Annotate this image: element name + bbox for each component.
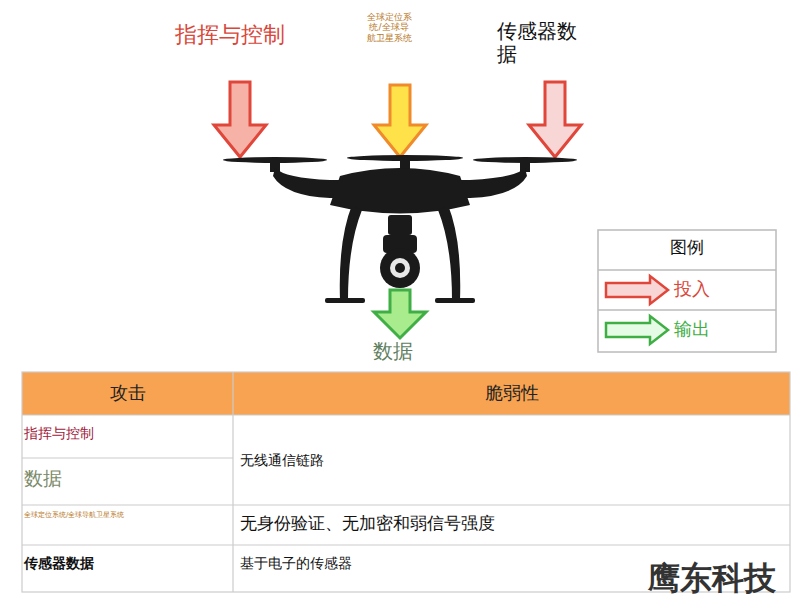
input-arrow: [374, 85, 426, 157]
table-header-cell: 攻击: [22, 383, 233, 404]
legend-box: [598, 230, 776, 352]
arrow-label: 传感器数据: [497, 20, 581, 66]
arrow-label: 指挥与控制: [175, 22, 285, 47]
table-cell: 传感器数据: [24, 555, 94, 571]
table-cell: 无身份验证、无加密和弱信号强度: [240, 514, 495, 534]
table-header-cell: 脆弱性: [233, 383, 790, 404]
table-cell: 全球定位系统/全球导航卫星系统: [24, 511, 144, 519]
input-arrow: [214, 82, 266, 157]
legend-title: 图例: [598, 238, 776, 258]
watermark: 鹰东科技: [648, 560, 776, 597]
table-cell: 指挥与控制: [24, 425, 94, 441]
legend-input-arrow: [606, 276, 668, 304]
legend-rule: [598, 309, 776, 311]
table-header: [22, 372, 790, 415]
table-cell: 基于电子的传感器: [240, 555, 352, 571]
table-cell: 数据: [24, 468, 62, 490]
output-arrow: [374, 290, 426, 338]
legend-rule: [598, 269, 776, 271]
camera-lens: [390, 258, 410, 278]
legend-text: 输出: [674, 319, 710, 340]
input-arrow: [529, 82, 581, 157]
legend-output-arrow: [606, 316, 668, 344]
legend-text: 投入: [674, 279, 710, 300]
output-label: 数据: [373, 340, 413, 363]
table-grid: [22, 372, 790, 592]
arrow-label: 全球定位系统/全球导航卫星系统: [366, 12, 412, 43]
camera-lens: [395, 263, 405, 273]
table-cell: 无线通信链路: [240, 452, 324, 468]
drone-body: [223, 155, 577, 303]
